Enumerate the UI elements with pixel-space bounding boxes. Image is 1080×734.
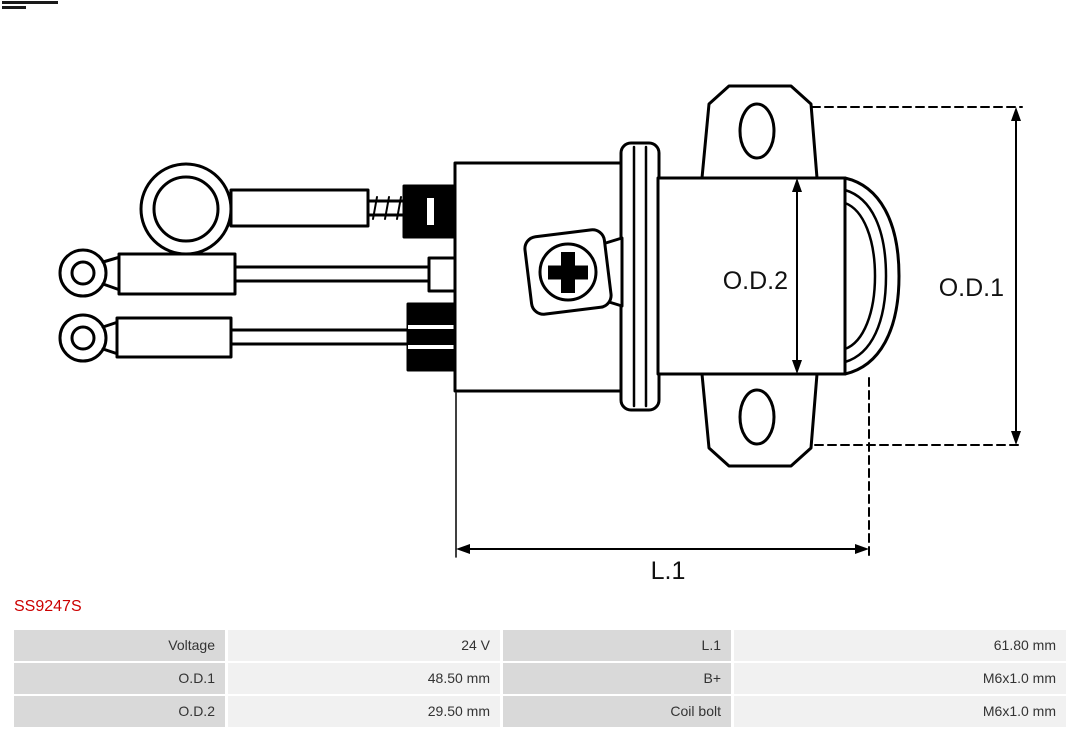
dimension-od2: O.D.2 [723,178,802,374]
ring-terminal-large [139,162,457,256]
solenoid-cylinder [656,176,901,376]
solenoid-technical-drawing: O.D.1 O.D.2 L.1 [58,84,1023,585]
ring-terminal-bottom [58,302,458,372]
spec-label-coil-bolt: Coil bolt [503,696,731,727]
spec-table: Voltage 24 V L.1 61.80 mm O.D.1 48.50 mm… [14,630,1066,729]
spec-label-bplus: B+ [503,663,731,694]
spec-label-l1: L.1 [503,630,731,661]
spec-value-od2: 29.50 mm [228,696,500,727]
spec-label-od2: O.D.2 [14,696,225,727]
spec-value-od1: 48.50 mm [228,663,500,694]
spec-row-2: O.D.1 48.50 mm B+ M6x1.0 mm [14,663,1066,694]
dim-label-l1: L.1 [651,557,686,585]
dim-label-od2: O.D.2 [723,267,788,295]
ring-terminal-middle [58,248,458,298]
part-number: SS9247S [14,598,82,615]
spec-value-bplus: M6x1.0 mm [734,663,1066,694]
dimension-od1: O.D.1 [811,106,1023,446]
mounting-bracket-top [700,84,819,180]
spec-row-1: Voltage 24 V L.1 61.80 mm [14,630,1066,661]
flange-disc [619,141,661,412]
spec-value-voltage: 24 V [228,630,500,661]
dimension-l1: L.1 [455,377,870,585]
spec-label-voltage: Voltage [14,630,225,661]
coil-bolt-screw [523,228,624,316]
spec-value-l1: 61.80 mm [734,630,1066,661]
mounting-bracket-bottom [700,372,819,468]
spec-row-3: O.D.2 29.50 mm Coil bolt M6x1.0 mm [14,696,1066,727]
spec-label-od1: O.D.1 [14,663,225,694]
dim-label-od1: O.D.1 [939,274,1004,302]
phillips-screw-icon [548,252,588,293]
spec-value-coil-bolt: M6x1.0 mm [734,696,1066,727]
corner-watermark [2,1,62,10]
